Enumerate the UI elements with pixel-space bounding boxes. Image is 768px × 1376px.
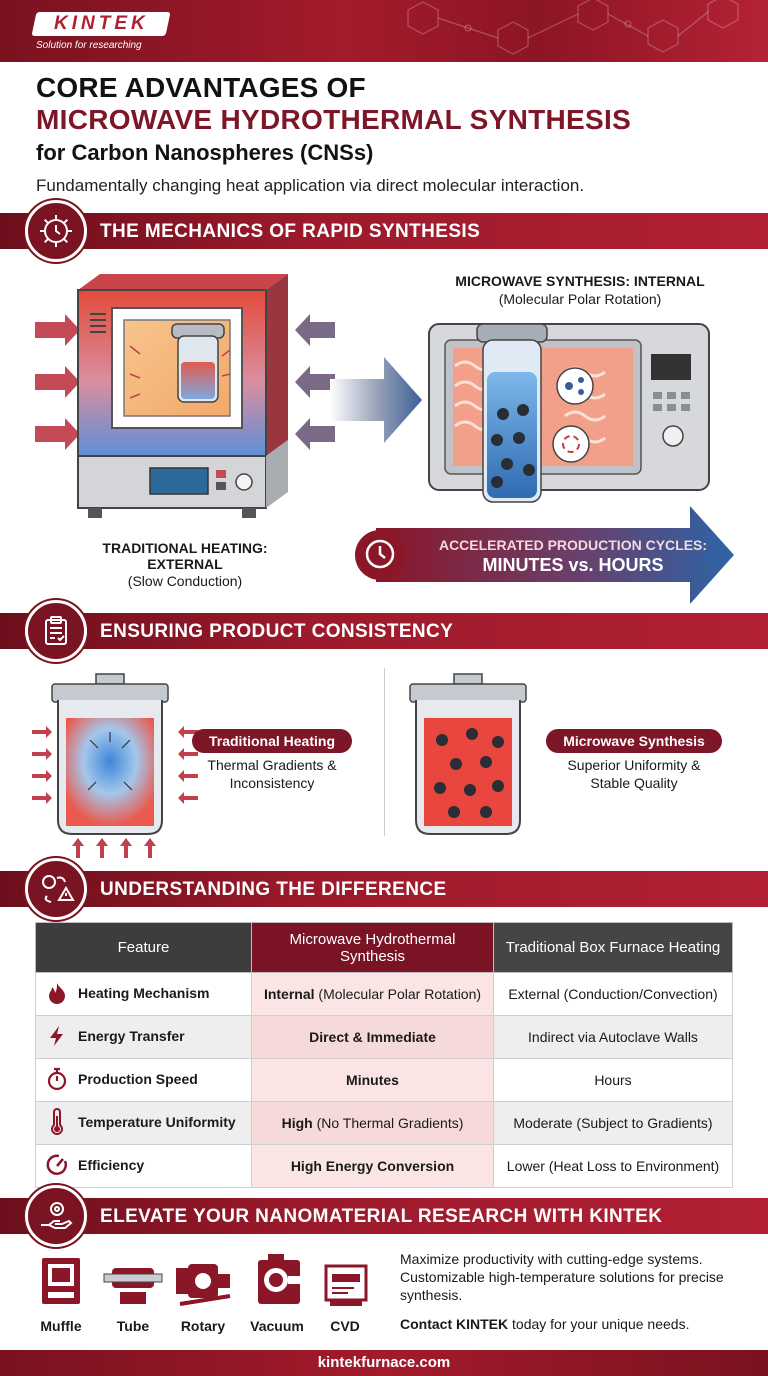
divider — [384, 668, 385, 836]
mw-value-bold: High — [281, 1115, 313, 1131]
rotary-furnace-icon[interactable] — [172, 1258, 234, 1310]
table-row: Heating Mechanism Internal (Molecular Po… — [35, 972, 733, 1016]
traditional-caption-title-a: TRADITIONAL HEATING: — [102, 540, 268, 556]
microwave-vessel-illustration — [409, 673, 527, 835]
feature-label: Heating Mechanism — [78, 984, 210, 1001]
traditional-consistency-line2: Inconsistency — [229, 775, 315, 791]
product-label-vacuum[interactable]: Vacuum — [250, 1318, 304, 1334]
thermometer-icon — [44, 1107, 70, 1139]
traditional-consistency-line1: Thermal Gradients & — [207, 757, 337, 773]
cta-contact[interactable]: Contact KINTEK today for your unique nee… — [400, 1316, 689, 1332]
logo-text: KINTEK — [53, 13, 149, 34]
cta-contact-bold[interactable]: Contact KINTEK — [400, 1316, 509, 1332]
page-title-line1: CORE ADVANTAGES OF — [36, 72, 366, 103]
cta-description: Maximize productivity with cutting-edge … — [400, 1251, 724, 1303]
trad-value: Moderate (Subject to Gradients) — [493, 1101, 733, 1145]
clock-icon — [360, 534, 400, 574]
section-consistency-title: ENSURING PRODUCT CONSISTENCY — [100, 621, 454, 642]
table-header-microwave: Microwave Hydrothermal Synthesis — [251, 922, 494, 973]
lightning-icon — [44, 1025, 70, 1050]
hexagon-pattern-icon — [407, 0, 739, 55]
accelerated-line1: ACCELERATED PRODUCTION CYCLES: — [438, 537, 708, 553]
microwave-consistency-line1: Superior Uniformity & — [567, 757, 701, 773]
table-row: Efficiency High Energy Conversion Lower … — [35, 1144, 733, 1188]
cvd-furnace-icon[interactable] — [322, 1262, 370, 1310]
accelerated-line2: MINUTES vs. HOURS — [482, 555, 664, 575]
trad-value: External (Conduction/Convection) — [493, 972, 733, 1016]
section-consistency-bar: ENSURING PRODUCT CONSISTENCY — [0, 613, 768, 649]
section-mechanics-bar: THE MECHANICS OF RAPID SYNTHESIS — [0, 213, 768, 249]
mw-value-rest: (Molecular Polar Rotation) — [314, 986, 482, 1002]
product-label-tube[interactable]: Tube — [116, 1318, 150, 1334]
mw-value-bold: High Energy Conversion — [290, 1158, 455, 1174]
section-mechanics-title: THE MECHANICS OF RAPID SYNTHESIS — [100, 221, 481, 242]
section-elevate-bar: ELEVATE YOUR NANOMATERIAL RESEARCH WITH … — [0, 1198, 768, 1234]
footer-url[interactable]: kintekfurnace.com — [0, 1350, 768, 1376]
traditional-caption-title-b: EXTERNAL — [147, 556, 223, 572]
vacuum-furnace-icon[interactable] — [254, 1252, 304, 1310]
table-header-traditional: Traditional Box Furnace Heating — [493, 922, 733, 973]
product-label-rotary[interactable]: Rotary — [180, 1318, 226, 1334]
table-row: Temperature Uniformity High (No Thermal … — [35, 1101, 733, 1145]
mw-value-rest: (No Thermal Gradients) — [312, 1115, 464, 1131]
page-title-line3: for Carbon Nanospheres (CNSs) — [36, 140, 374, 165]
muffle-furnace-icon[interactable] — [38, 1254, 84, 1310]
microwave-reactor-illustration — [428, 323, 710, 503]
flame-icon — [44, 982, 70, 1007]
table-row: Energy Transfer Direct & Immediate Indir… — [35, 1015, 733, 1059]
trad-value: Indirect via Autoclave Walls — [493, 1015, 733, 1059]
gauge-icon — [44, 1153, 70, 1180]
microwave-synthesis-pill: Microwave Synthesis — [546, 729, 722, 753]
gear-clock-icon — [25, 200, 87, 262]
microwave-caption-title: MICROWAVE SYNTHESIS: INTERNAL — [455, 273, 705, 289]
trad-value: Hours — [493, 1058, 733, 1102]
clipboard-check-icon — [25, 600, 87, 662]
mw-value-bold: Direct & Immediate — [309, 1029, 436, 1045]
logo-tagline: Solution for researching — [36, 40, 142, 51]
transition-arrow-icon — [330, 357, 422, 443]
compare-warning-icon — [25, 858, 87, 920]
section-difference-bar: UNDERSTANDING THE DIFFERENCE — [0, 871, 768, 907]
feature-label: Energy Transfer — [78, 1027, 185, 1044]
microwave-consistency-line2: Stable Quality — [590, 775, 678, 791]
tube-furnace-icon[interactable] — [102, 1262, 164, 1308]
mw-value-bold: Internal — [263, 986, 315, 1002]
mw-value-bold: Minutes — [346, 1072, 399, 1088]
traditional-vessel-illustration — [32, 673, 198, 858]
traditional-caption-sub: (Slow Conduction) — [127, 573, 243, 589]
cta-contact-rest: today for your unique needs. — [508, 1316, 690, 1332]
table-header-feature: Feature — [35, 922, 252, 973]
traditional-heating-pill: Traditional Heating — [192, 729, 352, 753]
product-label-muffle[interactable]: Muffle — [40, 1318, 82, 1334]
feature-label: Temperature Uniformity — [78, 1113, 236, 1130]
hand-gear-icon — [25, 1185, 87, 1247]
stopwatch-icon — [44, 1067, 70, 1094]
kintek-logo[interactable]: KINTEK — [31, 12, 171, 36]
microwave-caption-sub: (Molecular Polar Rotation) — [498, 291, 662, 307]
product-label-cvd[interactable]: CVD — [330, 1318, 360, 1334]
page-subtitle: Fundamentally changing heat application … — [36, 176, 585, 195]
trad-value: Lower (Heat Loss to Environment) — [493, 1144, 733, 1188]
comparison-table: Feature Microwave Hydrothermal Synthesis… — [35, 922, 733, 1188]
page-title-line2: MICROWAVE HYDROTHERMAL SYNTHESIS — [36, 104, 632, 135]
feature-label: Production Speed — [78, 1070, 198, 1087]
table-row: Production Speed Minutes Hours — [35, 1058, 733, 1102]
section-difference-title: UNDERSTANDING THE DIFFERENCE — [100, 879, 447, 900]
feature-label: Efficiency — [78, 1156, 145, 1173]
section-elevate-title: ELEVATE YOUR NANOMATERIAL RESEARCH WITH … — [100, 1206, 663, 1227]
traditional-furnace-illustration — [35, 274, 335, 518]
